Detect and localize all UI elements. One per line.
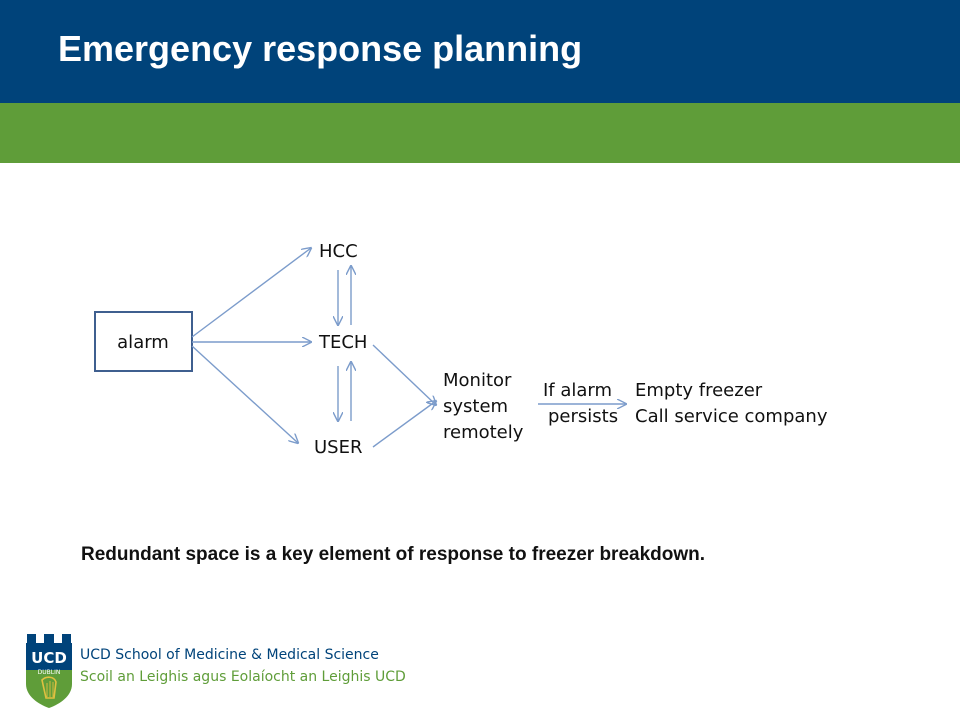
page-title: Emergency response planning (58, 28, 583, 69)
hcc-label: HCC (319, 241, 358, 262)
caption-text: Redundant space is a key element of resp… (81, 544, 706, 565)
alarm-label: alarm (117, 332, 169, 353)
monitor-line-2: system (443, 396, 508, 417)
green-accent-band (0, 103, 960, 163)
user-label: USER (314, 437, 362, 458)
footer-school-name-english: UCD School of Medicine & Medical Science (80, 647, 379, 663)
monitor-line-1: Monitor (443, 370, 512, 391)
actions-label: Empty freezer Call service company (635, 380, 828, 427)
action-call-service: Call service company (635, 406, 828, 427)
ucd-crest-logo: UCD DUBLIN (26, 634, 72, 708)
action-empty-freezer: Empty freezer (635, 380, 763, 401)
arrow-alarm-to-user (191, 345, 298, 443)
header-bar: Emergency response planning (0, 0, 960, 103)
if-alarm-line-2: persists (548, 406, 618, 427)
arrow-tech-to-monitor (372, 344, 436, 405)
monitor-line-3: remotely (443, 422, 524, 443)
footer-school-name-irish: Scoil an Leighis agus Eolaíocht an Leigh… (80, 669, 406, 685)
if-alarm-label: If alarm persists (543, 380, 618, 427)
logo-ucd-text: UCD (31, 649, 67, 667)
tech-label: TECH (318, 332, 367, 353)
arrow-alarm-to-hcc (191, 248, 311, 338)
arrow-user-to-monitor (372, 401, 436, 448)
monitor-label: Monitor system remotely (443, 370, 524, 443)
if-alarm-line-1: If alarm (543, 380, 612, 401)
logo-dublin-text: DUBLIN (38, 669, 61, 676)
